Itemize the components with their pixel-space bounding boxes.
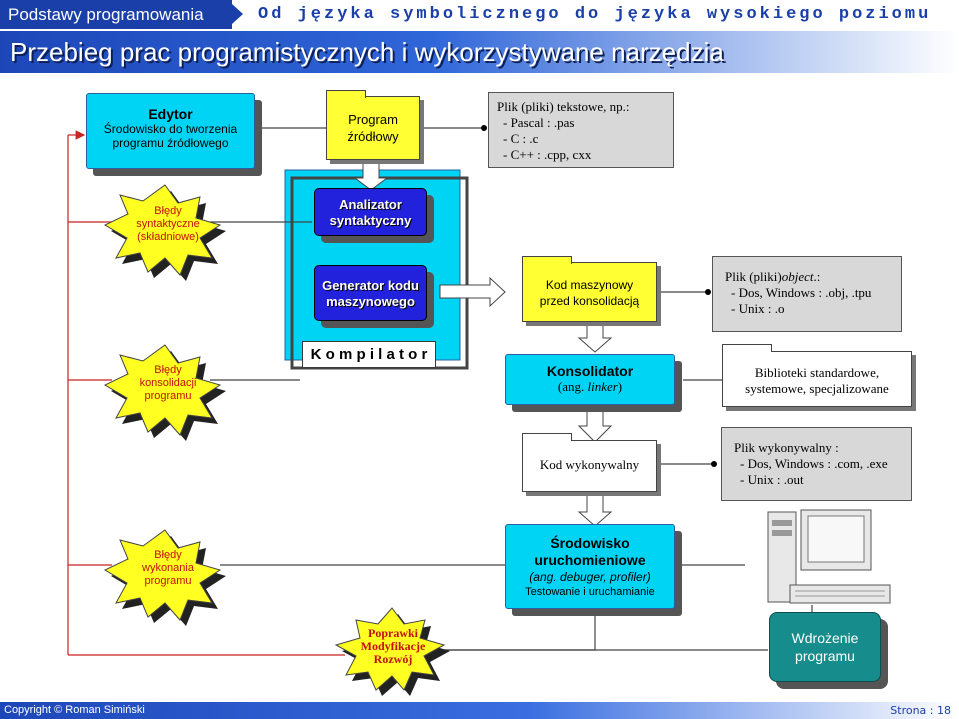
lecture-subtitle: Od języka symbolicznego do języka wysoki… — [258, 5, 932, 24]
deploy-box: Wdrożenie programu — [769, 612, 881, 682]
codegen-box: Generator kodu maszynowego — [314, 265, 427, 321]
linker-sub: ) — [617, 379, 623, 394]
syntax-errors-burst — [103, 184, 226, 281]
fixes-burst — [334, 607, 450, 696]
note-line: - Dos, Windows : .obj, .tpu — [731, 285, 872, 300]
source-line2: źródłowy — [347, 129, 399, 144]
note-italic: object — [781, 269, 814, 284]
parser-box: Analizator syntaktyczny — [314, 188, 427, 236]
note-text-files: Plik (pliki) tekstowe, np.: - Pascal : .… — [488, 92, 674, 168]
note-line: - Dos, Windows : .com, .exe — [740, 456, 888, 471]
burst-line: Błędy — [154, 549, 182, 561]
editor-box: Edytor Środowisko do tworzenia programu … — [86, 93, 255, 169]
burst-line: Błędy — [154, 364, 182, 376]
note-line: - Pascal : .pas — [503, 115, 575, 130]
note-line: - Unix : .out — [740, 472, 804, 487]
burst-line: programu — [144, 575, 192, 587]
runtime-line4: Testowanie i uruchamianie — [525, 586, 655, 598]
burst-line: Błędy — [154, 205, 182, 217]
executable-folder: Kod wykonywalny — [522, 440, 657, 492]
note-exec-files: Plik wykonywalny : - Dos, Windows : .com… — [721, 427, 912, 501]
linker-title: Konsolidator — [546, 363, 634, 379]
runtime-env-box: Środowisko uruchomieniowe (ang. debuger,… — [505, 524, 675, 609]
burst-line: Rozwój — [373, 652, 413, 666]
page-number: Strona : 18 — [890, 704, 951, 717]
libraries-line1: Biblioteki standardowe, — [754, 365, 880, 380]
deploy-line2: programu — [795, 648, 855, 664]
linker-box: Konsolidator (ang. linker) — [505, 354, 675, 405]
codegen-line2: maszynowego — [326, 294, 415, 309]
link-errors-label: Błędy konsolidacji programu — [125, 364, 211, 403]
editor-line2: programu źródłowego — [112, 136, 229, 150]
parser-line2: syntaktyczny — [329, 213, 412, 228]
runtime-line3: (ang. debuger, profiler) — [529, 570, 651, 584]
fixes-label: Poprawki Modyfikacje Rozwój — [350, 627, 436, 666]
burst-line: wykonania — [142, 562, 194, 574]
title-banner — [0, 31, 959, 73]
codegen-line1: Generator kodu — [322, 278, 419, 293]
runtime-errors-burst — [103, 529, 226, 626]
libraries-folder: Biblioteki standardowe, systemowe, specj… — [722, 351, 912, 407]
note-line: Plik (pliki) tekstowe, np.: — [497, 99, 630, 114]
note-line: Plik wykonywalny : — [734, 440, 839, 455]
object-line2: przed konsolidacją — [539, 294, 640, 308]
source-line1: Program — [348, 112, 398, 127]
copyright: Copyright © Roman Simiński — [4, 704, 145, 716]
course-title: Podstawy programowania — [0, 0, 232, 29]
linker-sub-italic: linker — [587, 379, 618, 394]
computer-icon — [767, 509, 891, 604]
runtime-line2: uruchomieniowe — [534, 552, 646, 568]
note-line: Plik (pliki) — [725, 269, 782, 284]
object-file-folder: Kod maszynowy przed konsolidacją — [522, 262, 657, 322]
burst-line: syntaktyczne — [136, 218, 200, 230]
libraries-line2: systemowe, specjalizowane — [745, 381, 889, 396]
note-object-files: Plik (pliki)object.: - Dos, Windows : .o… — [712, 256, 902, 332]
header-arrow-icon — [232, 4, 243, 24]
burst-line: programu — [144, 390, 192, 402]
folder-tab — [722, 344, 772, 352]
editor-line1: Środowisko do tworzenia — [103, 122, 238, 136]
note-line: - C : .c — [503, 131, 539, 146]
footer-bar — [0, 702, 959, 719]
burst-line: Modyfikacje — [360, 639, 426, 653]
runtime-errors-label: Błędy wykonania programu — [125, 549, 211, 588]
folder-tab — [522, 256, 572, 264]
burst-line: konsolidacji — [139, 377, 197, 389]
page-title: Przebieg prac programistycznych i wykorz… — [10, 37, 724, 67]
compiler-label: K o m p i l a t o r — [302, 341, 436, 368]
deploy-line1: Wdrożenie — [791, 630, 859, 646]
parser-line1: Analizator — [339, 197, 402, 212]
editor-title: Edytor — [148, 106, 193, 122]
object-line1: Kod maszynowy — [545, 278, 634, 292]
note-line: .: — [813, 269, 821, 284]
folder-tab — [522, 433, 572, 441]
syntax-errors-label: Błędy syntaktyczne (składniowe) — [125, 205, 211, 244]
folder-tab — [326, 90, 366, 98]
linker-sub: (ang. — [557, 379, 588, 394]
source-file-folder: Program źródłowy — [326, 96, 420, 160]
burst-line: (składniowe) — [137, 231, 199, 243]
note-line: - Unix : .o — [731, 301, 785, 316]
burst-line: Poprawki — [367, 626, 418, 640]
note-line: - C++ : .cpp, cxx — [503, 147, 592, 162]
link-errors-burst — [103, 344, 226, 441]
runtime-line1: Środowisko — [550, 535, 630, 551]
